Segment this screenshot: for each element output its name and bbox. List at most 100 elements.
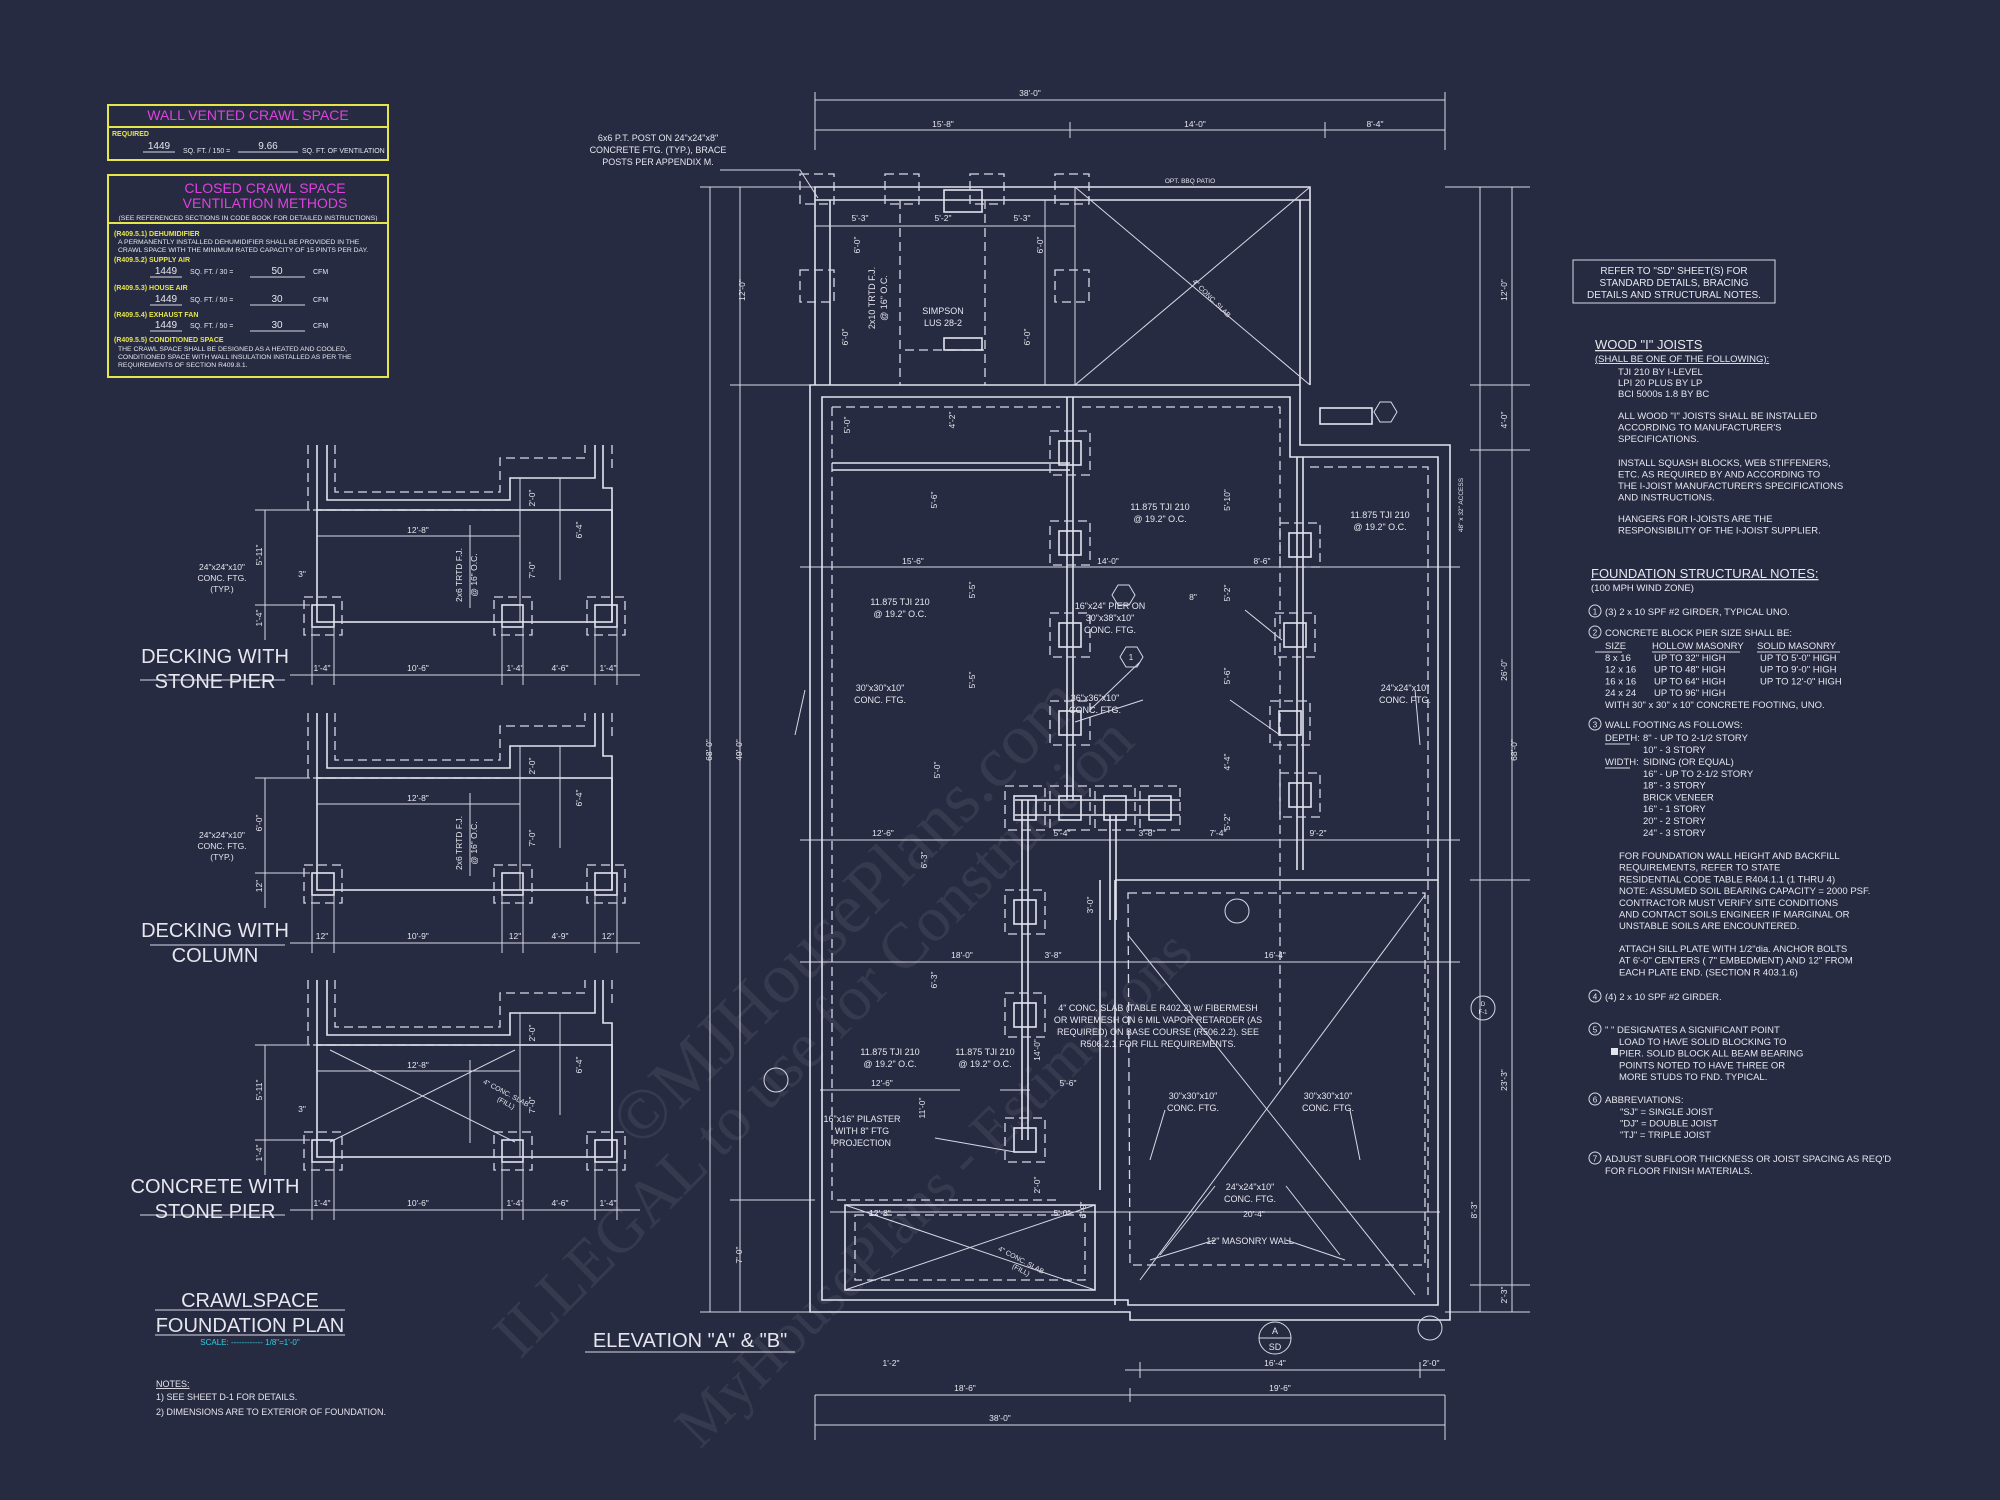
drawing-label: SQ. FT. / 30 = [190,269,233,276]
drawing-label: 24"x24"x10" [199,830,245,840]
drawing-label: 1449 [155,266,178,277]
drawing-label: 11.875 TJI 210 [870,597,929,607]
drawing-label: CONC. FTG. [197,573,246,583]
drawing-label: 12" [316,931,328,941]
dimension-label: 68'-0" [704,739,714,761]
drawing-label: 12" [509,931,521,941]
dimension-label: 5'-10" [1222,489,1232,511]
dimension-label: 3'-0" [1085,897,1095,914]
box-title: CLOSED CRAWL SPACE [184,180,345,196]
drawing-label: A [1272,1326,1278,1336]
drawing-label: 1) SEE SHEET D-1 FOR DETAILS. [156,1392,297,1402]
dimension-label: 8'-6" [1254,556,1271,566]
dimension-label: 19'-6" [1269,1383,1291,1393]
drawing-label: CFM [313,269,328,276]
drawing-label: ALL WOOD "I" JOISTS SHALL BE INSTALLED [1618,411,1817,422]
drawing-label: 30"x30"x10" [856,683,905,693]
drawing-label: (R409.5.5) CONDITIONED SPACE [114,337,224,344]
drawing-label: PIER. SOLID BLOCK ALL BEAM BEARING [1619,1049,1803,1060]
note-marker: 3 [1593,721,1598,730]
drawing-label: 1449 [148,141,171,152]
drawing-label: 16"x24" PIER ON [1075,601,1145,611]
drawing-label: (TYP.) [210,584,234,594]
detail-title: CONCRETE WITH [131,1176,300,1198]
detail-decking-stone-pier [254,444,641,686]
drawing-label: 8" - UP TO 2-1/2 STORY [1643,733,1749,744]
drawing-label: SD [1269,1342,1282,1352]
dimension-label: 18'-6" [954,1383,976,1393]
watermark: ©MJHousePlans.com ILLEGAL to use for Con… [480,660,1204,1459]
drawing-label: CONCRETE BLOCK PIER SIZE SHALL BE: [1605,628,1792,639]
dimension-label: 6'-0" [852,237,862,254]
dimension-label: 2'-3" [1499,1287,1509,1304]
drawing-label: 10'-6" [407,663,429,673]
drawing-label: SIDING (OR EQUAL) [1643,757,1734,768]
dimension-label: 12'-0" [1499,279,1509,301]
drawing-label: SPECIFICATIONS. [1618,434,1699,445]
drawing-label: "DJ" = DOUBLE JOIST [1620,1119,1718,1130]
drawing-label: AND CONTACT SOILS ENGINEER IF MARGINAL O… [1619,910,1850,921]
dimension-label: 16'-4" [1264,1358,1286,1368]
drawing-label: 4'-6" [552,1198,569,1208]
drawing-label: WIDTH: [1605,757,1639,768]
drawing-label: CONC. FTG. [1084,625,1136,635]
dimension-label: 5'-6" [1222,668,1232,685]
drawing-label: STANDARD DETAILS, BRACING [1599,278,1748,289]
drawing-label: 12'-8" [407,1060,429,1070]
drawing-label: (R409.5.2) SUPPLY AIR [114,257,190,264]
drawing-label: RESPONSIBILITY OF THE I-JOIST SUPPLIER. [1618,526,1821,537]
drawing-label: (R409.5.1) DEHUMIDIFIER [114,231,200,238]
drawing-label: 2x6 TRTD F.J. [454,816,464,870]
drawing-label: 16" - 1 STORY [1643,804,1706,815]
drawing-label: CONTRACTOR MUST VERIFY SITE CONDITIONS [1619,898,1838,909]
note-marker: 4 [1593,993,1598,1002]
drawing-label: @ 19.2" O.C. [1353,522,1406,532]
drawing-label: R506.2.1 FOR FILL REQUIREMENTS. [1080,1039,1236,1049]
dimension-label: 5'-0" [842,417,852,434]
drawing-label: UP TO 32" HIGH [1654,653,1726,664]
drawing-label: 10'-9" [407,931,429,941]
drawing-label: "TJ" = TRIPLE JOIST [1620,1130,1711,1141]
drawing-label: ETC. AS REQUIRED BY AND ACCORDING TO [1618,470,1820,481]
drawing-label: F-1 [1479,1010,1489,1016]
drawing-label: FOR FOUNDATION WALL HEIGHT AND BACKFILL [1619,851,1840,862]
drawing-label: HOLLOW MASONRY [1652,641,1744,652]
dimension-label: 6'-0" [1022,329,1032,346]
dimension-label: 12'-6" [871,1078,893,1088]
drawing-label: UP TO 9'-0" HIGH [1760,665,1837,676]
drawing-label: 1449 [155,320,178,331]
drawing-label: INSTALL SQUASH BLOCKS, WEB STIFFENERS, [1618,458,1831,469]
drawing-label: OPT. BBQ PATIO [1165,178,1215,185]
elevation-label: ELEVATION "A" & "B" [593,1330,787,1352]
dimension-label: 16'-4" [1264,950,1286,960]
drawing-label: 24 x 24 [1605,688,1636,699]
drawing-label: CRAWL SPACE WITH THE MINIMUM RATED CAPAC… [118,247,368,254]
drawing-label: (4) 2 x 10 SPF #2 GIRDER. [1605,992,1722,1003]
dimension-label: 14'-0" [1097,556,1119,566]
dimension-label: 5'-2" [1222,585,1232,602]
drawing-label: 2'-0" [527,758,537,775]
dimension-label: 4'-0" [1499,412,1509,429]
dimension-label: 5'-6" [929,492,939,509]
drawing-label: WITH 8" FTG [835,1126,889,1136]
drawing-label: (R409.5.3) HOUSE AIR [114,285,188,292]
dimension-label: 15'-6" [902,556,924,566]
drawing-label: AND INSTRUCTIONS. [1618,493,1715,504]
drawing-label: ATTACH SILL PLATE WITH 1/2"dia. ANCHOR B… [1619,944,1847,955]
closed-crawl-box [107,174,389,378]
drawing-label: 24" - 3 STORY [1643,828,1706,839]
drawing-label: SQ. FT. / 50 = [190,323,233,330]
drawing-label: 1'-4" [254,610,264,627]
detail-title: STONE PIER [155,1201,276,1223]
drawing-label: POINTS NOTED TO HAVE THREE OR [1619,1060,1785,1071]
drawing-label: CONC. FTG. [1167,1103,1219,1113]
drawing-label: 12 x 16 [1605,665,1636,676]
drawing-label: @ 16" O.C. [469,553,479,596]
drawing-label: SQ. FT. / 50 = [190,297,233,304]
note-marker: 2 [1593,629,1598,638]
note-marker: 7 [1593,1155,1598,1164]
drawing-label: ADJUST SUBFLOOR THICKNESS OR JOIST SPACI… [1605,1154,1891,1165]
drawing-label: (SHALL BE ONE OF THE FOLLOWING): [1595,354,1769,365]
dimension-label: 5'-4" [1054,828,1071,838]
dimension-label: 14'-0" [1032,1039,1042,1061]
